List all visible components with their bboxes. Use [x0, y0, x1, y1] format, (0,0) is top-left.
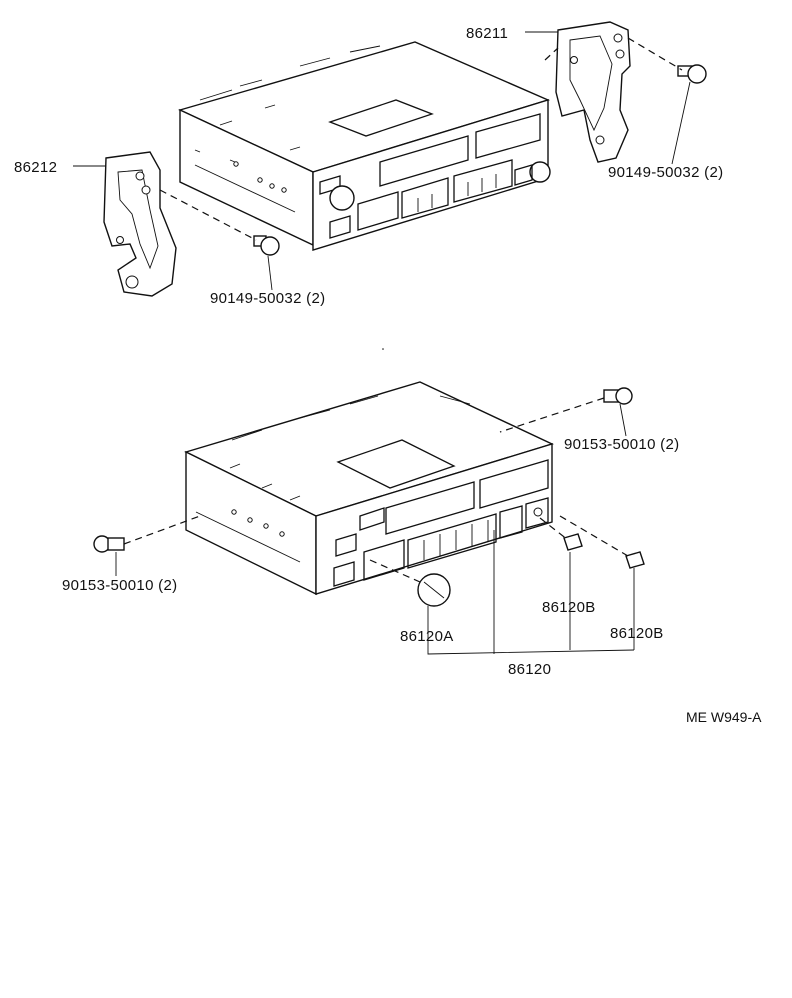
label-90149-left: 90149-50032 (2)	[210, 290, 325, 307]
knob-86120A	[417, 573, 451, 607]
label-90153-left: 90153-50010 (2)	[62, 577, 177, 594]
reference-code: ME W949-A	[686, 709, 762, 725]
lower-radio-unit	[184, 381, 554, 596]
screw-upper-right	[677, 64, 707, 84]
label-86120B-center: 86120B	[542, 599, 596, 616]
screw-lower-left	[93, 535, 125, 553]
label-90149-right: 90149-50032 (2)	[608, 164, 723, 181]
button-86120B-center	[563, 533, 583, 551]
label-86120A: 86120A	[400, 628, 454, 645]
screw-upper-left	[253, 235, 280, 256]
bracket-86211	[555, 21, 631, 163]
label-90153-right: 90153-50010 (2)	[564, 436, 679, 453]
label-86211: 86211	[466, 25, 508, 42]
screw-lower-right	[603, 387, 633, 405]
label-86120: 86120	[508, 661, 551, 678]
label-86212: 86212	[14, 159, 57, 176]
upper-radio-unit	[178, 41, 551, 251]
button-86120B-right	[625, 551, 645, 569]
label-86120B-right: 86120B	[610, 625, 664, 642]
bracket-86212	[103, 151, 177, 297]
